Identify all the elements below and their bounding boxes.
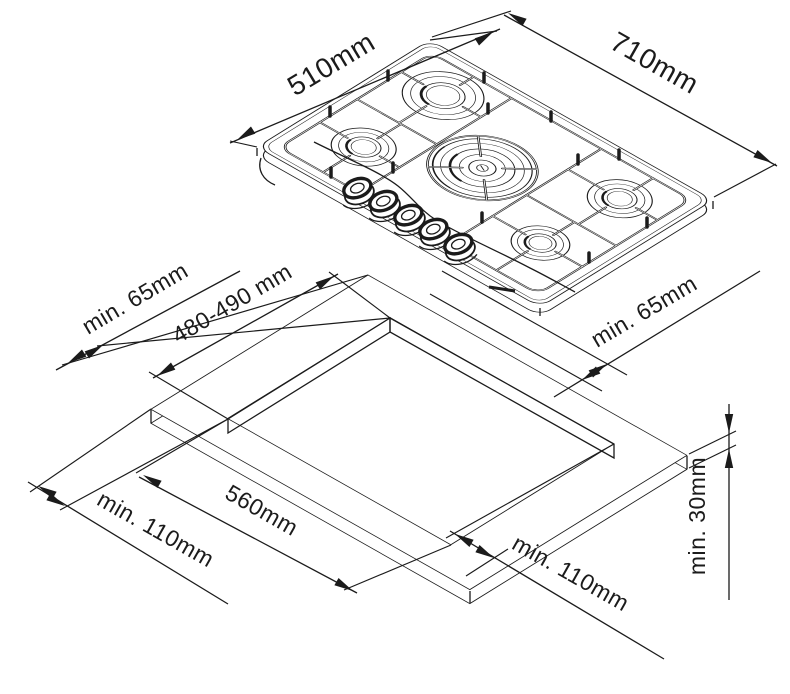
dim-worktop-thickness: min. 30mm [684,404,737,600]
control-knobs [342,176,478,266]
dim-label-worktop-thickness: min. 30mm [684,457,710,575]
knob-1 [342,176,377,210]
cutout-inner-wall-left [227,316,391,435]
knob-2 [368,189,403,223]
pan-support-feet [328,69,649,264]
burner-center-wok [431,138,533,198]
worktop-drawing [150,274,688,605]
dim-label-hob-width: 710mm [605,26,704,100]
logo-plate [488,285,516,293]
knob-3 [393,203,428,237]
dim-label-clearance-back-right: min. 65mm [586,270,701,352]
hob-drawing [256,43,714,316]
knob-4 [418,217,453,251]
knob-5 [443,232,478,266]
hob-corner-detail [259,157,276,186]
